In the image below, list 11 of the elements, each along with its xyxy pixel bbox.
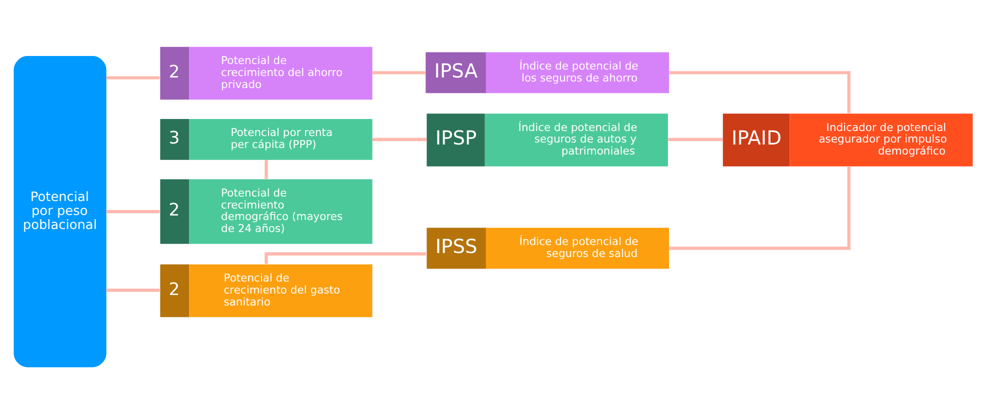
connector [106, 210, 160, 213]
connector [264, 160, 268, 178]
connector [668, 137, 722, 141]
connector [372, 70, 426, 74]
connector [668, 70, 850, 113]
connector [106, 288, 160, 292]
connector [264, 252, 426, 264]
connector [106, 76, 160, 79]
connector [668, 166, 850, 250]
node-box: Potencial por peso poblacional [13, 56, 106, 367]
connector [372, 137, 426, 141]
